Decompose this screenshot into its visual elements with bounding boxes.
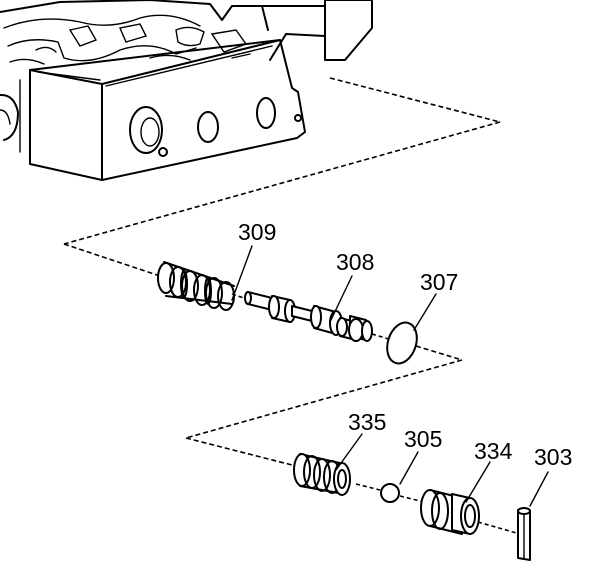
leader-lines: [231, 245, 549, 507]
seal-ring-307: [386, 321, 418, 365]
spring-309: [157, 261, 235, 311]
roll-pin-303: [517, 507, 531, 561]
label-334: 334: [474, 438, 513, 464]
label-309: 309: [238, 219, 276, 245]
label-305: 305: [404, 426, 442, 452]
spring-335: [293, 453, 351, 496]
check-ball-305: [380, 483, 400, 503]
label-308: 308: [336, 249, 374, 275]
valve-plug-334: [420, 489, 480, 535]
valve-spool-308: [244, 291, 373, 342]
label-307: 307: [420, 269, 458, 295]
valve-body-housing: [0, 0, 373, 181]
label-303: 303: [534, 444, 572, 470]
label-335: 335: [348, 409, 386, 435]
part-labels: 309 308 307 335 305 334 303: [238, 219, 572, 470]
